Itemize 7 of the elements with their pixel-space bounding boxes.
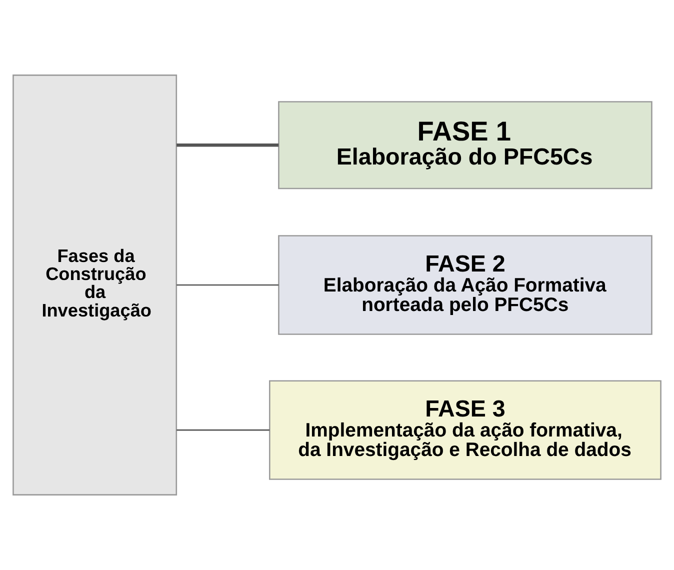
node-box: Fases da Construção da Investigação (12, 74, 178, 496)
node-box: FASE 1 Elaboração do PFC5Cs (278, 101, 652, 190)
connector (176, 429, 270, 431)
node-box: FASE 3 Implementação da ação formativa, da Investigação e Recolha de dados (269, 380, 662, 480)
connector (176, 284, 279, 286)
node-box: FASE 2 Elaboração da Ação Formativa norteada pelo PFC5Cs (278, 235, 652, 335)
connector (176, 144, 279, 147)
